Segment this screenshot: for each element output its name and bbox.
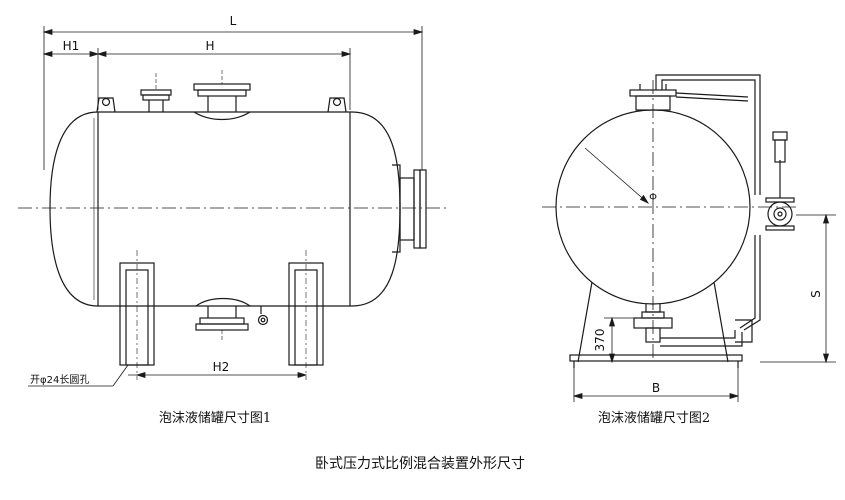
top-manhole-nozzle (193, 70, 251, 121)
tank-shell (49, 111, 401, 307)
lifting-lug-right (327, 97, 347, 113)
caption-figure-1: 泡沫液储罐尺寸图1 (159, 411, 271, 426)
bottom-drain-nozzle (195, 297, 251, 342)
saddle-support-right (288, 250, 324, 380)
right-flange-nozzle (392, 164, 427, 253)
caption-figure-2: 泡沫液储罐尺寸图2 (598, 411, 710, 426)
small-top-nozzle (140, 73, 172, 112)
hole-note-leader (28, 364, 129, 387)
main-title: 卧式压力式比例混合装置外形尺寸 (315, 456, 525, 472)
drain-valve (257, 306, 269, 326)
tank-end-view (542, 74, 836, 402)
label-H1: H1 (63, 39, 80, 53)
dimension-L (42, 26, 424, 170)
tank-side-view (18, 26, 450, 387)
label-B: B (652, 381, 660, 395)
right-valve-assembly (765, 131, 795, 231)
label-S: S (809, 290, 823, 298)
bypass-piping (655, 74, 761, 331)
label-H: H (205, 39, 214, 53)
dimension-H2 (128, 371, 308, 379)
label-370: 370 (593, 329, 607, 352)
dimension-S (760, 213, 836, 364)
label-L: L (230, 14, 237, 28)
dimension-370 (604, 316, 634, 364)
saddle-support-left (119, 250, 155, 380)
end-support (569, 281, 743, 368)
label-H2: H2 (213, 360, 230, 374)
bottom-flange-end (633, 304, 753, 347)
lifting-lug-left (96, 97, 116, 113)
label-radius: Φ (649, 192, 657, 203)
dimension-B (572, 368, 740, 402)
hole-note: 开φ24长圆孔 (30, 374, 89, 386)
dimension-H1-H (42, 48, 352, 110)
radius-mark (584, 147, 650, 204)
